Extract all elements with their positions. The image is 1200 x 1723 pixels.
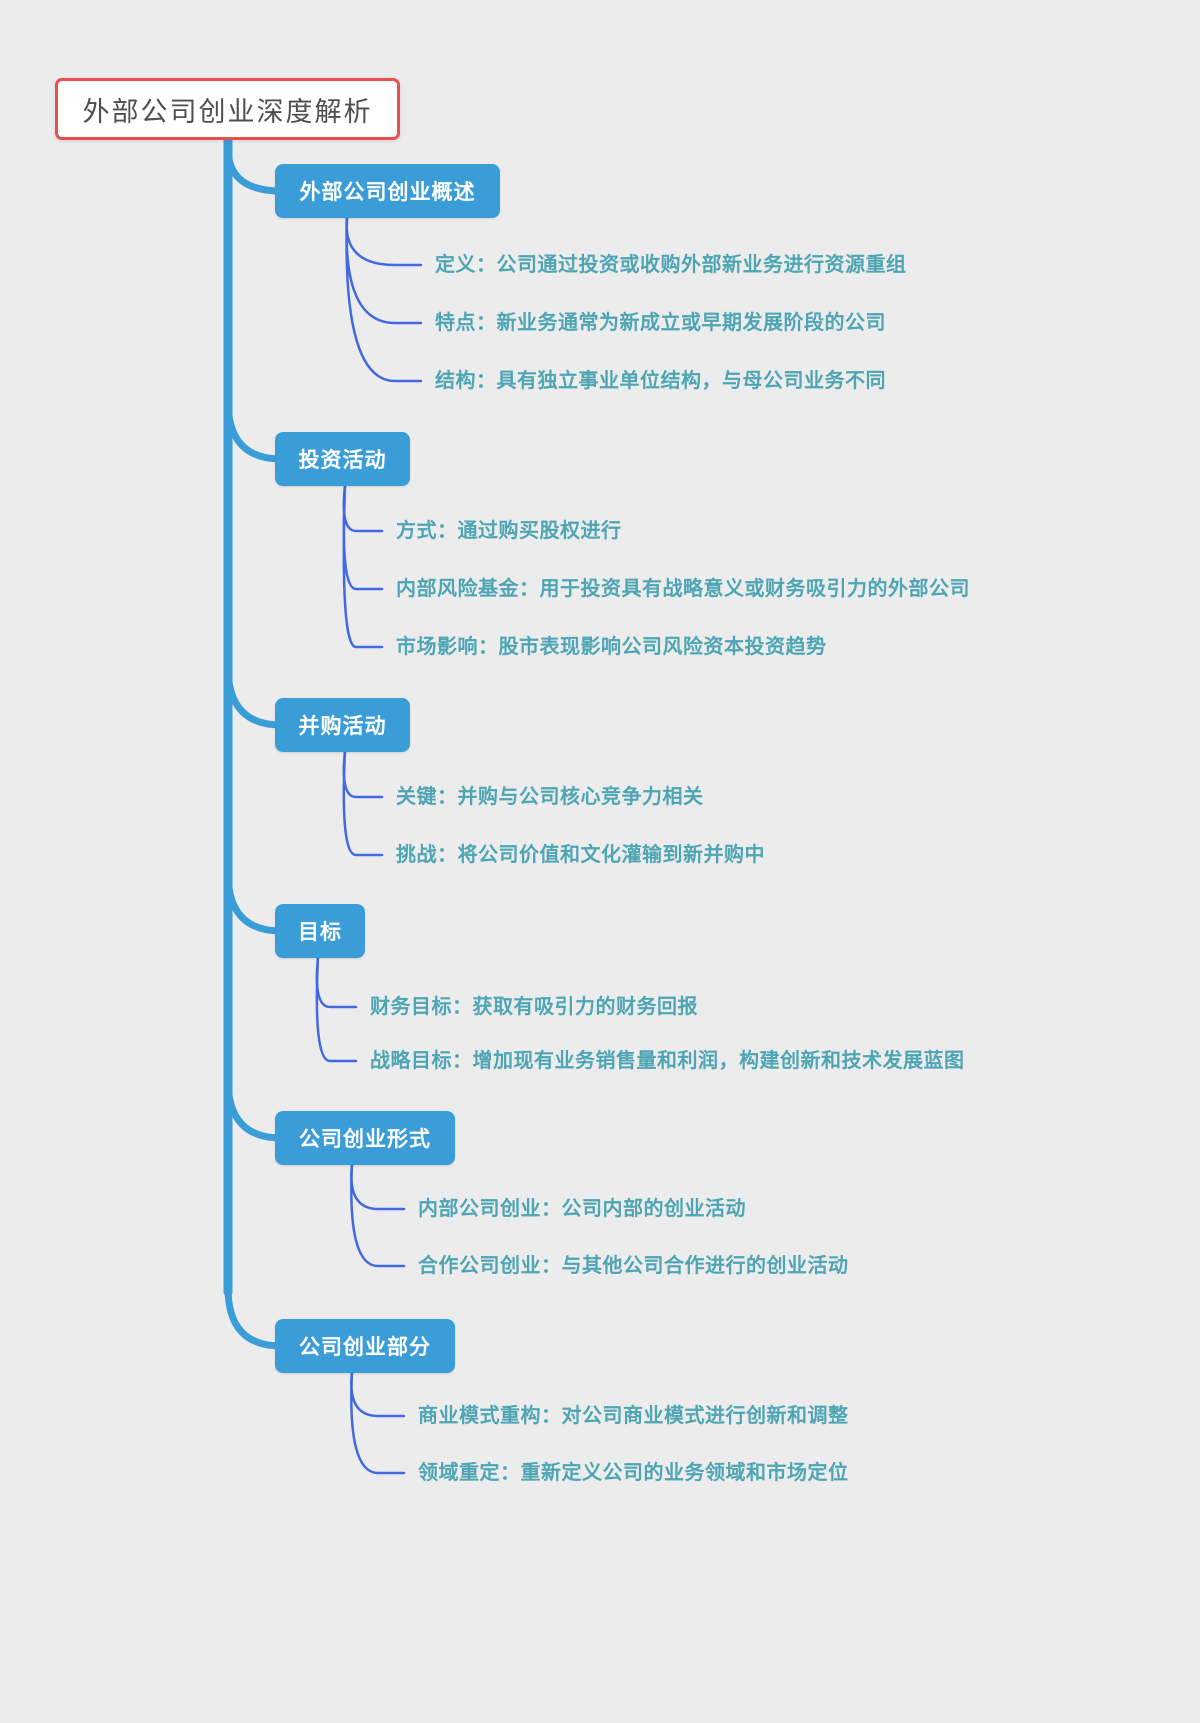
branch-connector xyxy=(224,869,285,935)
branch-connector xyxy=(224,663,285,729)
branch-node[interactable]: 投资活动 xyxy=(275,432,410,486)
leaf-item[interactable]: 内部风险基金：用于投资具有战略意义或财务吸引力的外部公司 xyxy=(396,578,970,600)
leaf-item[interactable]: 合作公司创业：与其他公司合作进行的创业活动 xyxy=(418,1255,849,1277)
branch-node-label: 外部公司创业概述 xyxy=(299,181,476,204)
branch-node[interactable]: 外部公司创业概述 xyxy=(275,164,500,218)
leaf-connector xyxy=(315,955,358,1009)
branch-connector xyxy=(224,1076,285,1142)
branch-node-label: 公司创业形式 xyxy=(299,1128,431,1151)
leaf-item[interactable]: 挑战：将公司价值和文化灌输到新并购中 xyxy=(396,844,765,866)
branch-node[interactable]: 并购活动 xyxy=(275,698,410,752)
leaf-connector xyxy=(350,1162,406,1211)
branch-node-label: 公司创业部分 xyxy=(299,1336,431,1359)
leaf-connector xyxy=(342,483,384,591)
leaf-connector xyxy=(345,215,423,383)
branch-node[interactable]: 目标 xyxy=(275,904,365,958)
leaf-connector xyxy=(315,955,358,1063)
leaf-item[interactable]: 战略目标：增加现有业务销售量和利润，构建创新和技术发展蓝图 xyxy=(370,1050,965,1072)
branch-node[interactable]: 公司创业形式 xyxy=(275,1111,455,1165)
leaf-connector xyxy=(342,749,384,857)
leaf-item[interactable]: 特点：新业务通常为新成立或早期发展阶段的公司 xyxy=(435,312,886,334)
leaf-item[interactable]: 结构：具有独立事业单位结构，与母公司业务不同 xyxy=(435,370,886,392)
leaf-item[interactable]: 关键：并购与公司核心竞争力相关 xyxy=(396,786,704,808)
leaf-item[interactable]: 定义：公司通过投资或收购外部新业务进行资源重组 xyxy=(435,254,907,276)
branch-connector xyxy=(224,1284,285,1350)
leaf-connector xyxy=(345,215,423,325)
leaf-connector xyxy=(345,215,423,267)
root-node-label: 外部公司创业深度解析 xyxy=(82,96,373,127)
branch-node-label: 投资活动 xyxy=(298,449,387,472)
leaf-connector xyxy=(350,1162,406,1268)
leaf-item[interactable]: 市场影响：股市表现影响公司风险资本投资趋势 xyxy=(396,636,827,658)
leaf-connector xyxy=(350,1370,406,1418)
leaf-item[interactable]: 财务目标：获取有吸引力的财务回报 xyxy=(370,996,698,1018)
leaf-item[interactable]: 方式：通过购买股权进行 xyxy=(396,520,622,542)
root-node[interactable]: 外部公司创业深度解析 xyxy=(55,78,400,140)
branch-node[interactable]: 公司创业部分 xyxy=(275,1319,455,1373)
leaf-connector xyxy=(342,483,384,533)
leaf-connector xyxy=(342,749,384,799)
branch-connector xyxy=(224,397,285,463)
leaf-item[interactable]: 商业模式重构：对公司商业模式进行创新和调整 xyxy=(418,1405,849,1427)
branch-node-label: 并购活动 xyxy=(298,715,387,738)
leaf-item[interactable]: 领域重定：重新定义公司的业务领域和市场定位 xyxy=(418,1462,849,1484)
leaf-item[interactable]: 内部公司创业：公司内部的创业活动 xyxy=(418,1198,746,1220)
leaf-connector xyxy=(350,1370,406,1475)
leaf-connector xyxy=(342,483,384,649)
branch-node-label: 目标 xyxy=(298,921,342,944)
branch-connector xyxy=(224,144,285,195)
